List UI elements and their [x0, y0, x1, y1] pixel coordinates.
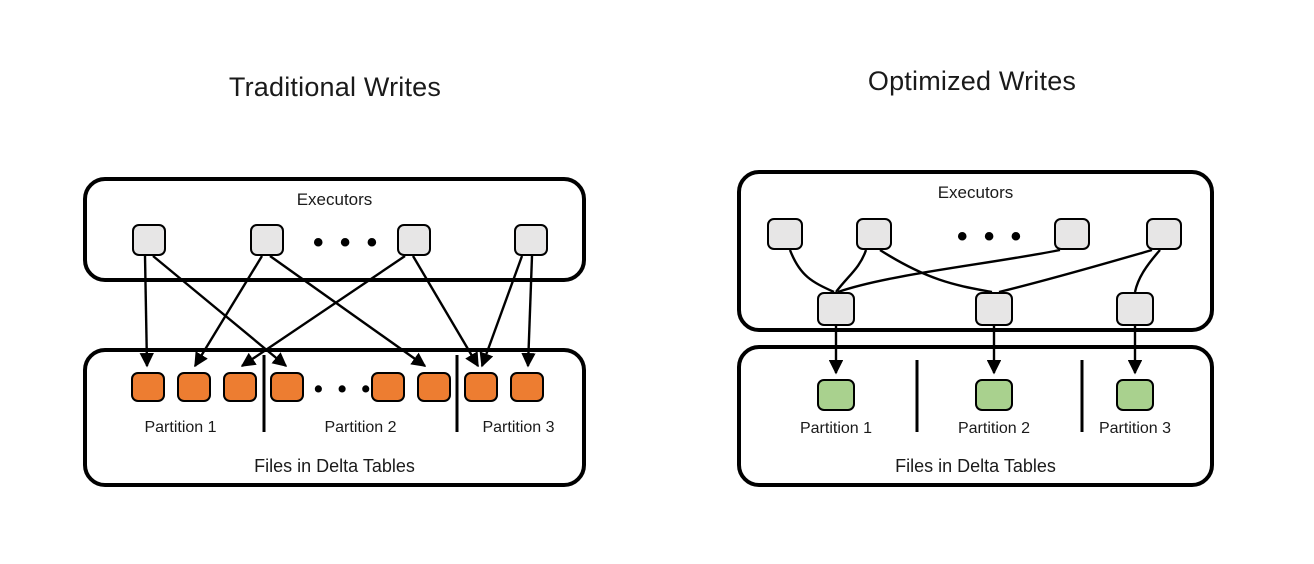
file-block-orange [371, 372, 405, 402]
files-label-optimized: Files in Delta Tables [895, 456, 1056, 476]
executor-node [132, 224, 166, 256]
executors-label-traditional: Executors [296, 190, 373, 209]
file-block-orange [223, 372, 257, 402]
files-container-traditional [83, 348, 586, 487]
shuffle-node [817, 292, 855, 326]
executor-node [397, 224, 431, 256]
executor-node [250, 224, 284, 256]
file-block-orange [177, 372, 211, 402]
executor-node [767, 218, 803, 250]
file-block-green [1116, 379, 1154, 411]
file-block-orange [510, 372, 544, 402]
shuffle-node [1116, 292, 1154, 326]
executor-node [514, 224, 548, 256]
file-block-green [975, 379, 1013, 411]
executors-ellipsis-traditional: • • • [313, 226, 382, 259]
partition-label-2-optimized: Partition 2 [957, 420, 1031, 437]
file-block-orange [464, 372, 498, 402]
partition-label-1-optimized: Partition 1 [799, 420, 873, 437]
partition-label-3-optimized: Partition 3 [1098, 420, 1172, 437]
panel-title-traditional: Traditional Writes [228, 72, 442, 102]
executors-ellipsis-optimized: • • • [957, 220, 1026, 253]
partition-label-3-traditional: Partition 3 [482, 419, 555, 436]
partition-label-2-traditional: Partition 2 [324, 419, 397, 436]
files-label-traditional: Files in Delta Tables [254, 456, 415, 476]
executor-node [1054, 218, 1090, 250]
executor-node [1146, 218, 1182, 250]
file-block-green [817, 379, 855, 411]
file-block-orange [417, 372, 451, 402]
executors-label-optimized: Executors [937, 183, 1014, 202]
file-block-orange [131, 372, 165, 402]
files-ellipsis-traditional: • • • [314, 375, 375, 403]
partition-label-1-traditional: Partition 1 [144, 419, 217, 436]
panel-title-optimized: Optimized Writes [867, 66, 1077, 96]
executor-node [856, 218, 892, 250]
shuffle-node [975, 292, 1013, 326]
file-block-orange [270, 372, 304, 402]
